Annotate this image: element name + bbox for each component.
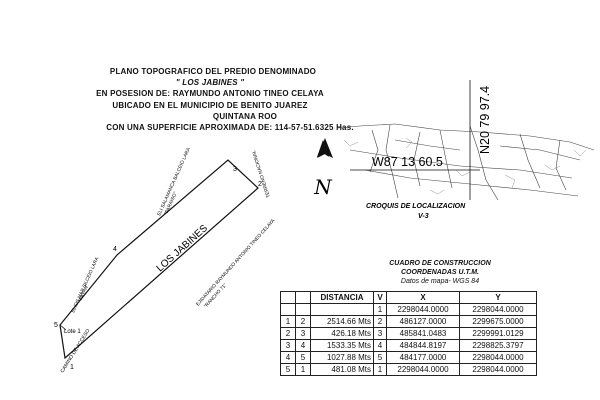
cuadro-datum: Datos de mapa- WGS 84 — [400, 278, 480, 285]
cell-dist: 481.08 Mts — [310, 363, 374, 376]
table-row-origin: 1 2298044.0000 2298044.0000 — [280, 303, 537, 316]
cell-est: 5 — [280, 363, 296, 376]
header-y: Y — [459, 291, 537, 304]
cell-pv: 1 — [295, 363, 311, 376]
cell-v: 1 — [373, 363, 387, 376]
cell-dist: 1533.35 Mts — [310, 339, 374, 352]
cell-x: 2298044.0000 — [386, 363, 460, 376]
vertex-4: 4 — [113, 246, 117, 253]
cell-y: 2298044.0000 — [459, 351, 537, 364]
cell-v: 1 — [373, 303, 387, 316]
cell-y: 2298044.0000 — [459, 363, 537, 376]
table-row: 2 3 426.18 Mts 3 485841.0483 2299991.012… — [280, 327, 537, 340]
coord-y: N20 79 97.4 — [478, 86, 492, 154]
vertex-2: 2 — [258, 181, 262, 188]
title-line-2: " LOS JABINES " — [175, 78, 245, 88]
header-est — [280, 291, 296, 304]
cell-x: 484844.8197 — [386, 339, 460, 352]
title-block: PLANO TOPOGRAFICO DEL PREDIO DENOMINADO … — [0, 66, 420, 133]
table-row: 3 4 1533.35 Mts 4 484844.8197 2298825.37… — [280, 339, 537, 352]
map-detail — [343, 137, 587, 195]
cell-v: 4 — [373, 339, 387, 352]
cell-est: 3 — [280, 339, 296, 352]
cell-dist: 2514.66 Mts — [310, 315, 374, 328]
cell-x: 2298044.0000 — [386, 303, 460, 316]
cell-x: 485841.0483 — [386, 327, 460, 340]
cell-y: 2298044.0000 — [459, 303, 537, 316]
vertex-3: 3 — [233, 166, 237, 173]
header-v: V — [373, 291, 387, 304]
vertex-1: 1 — [70, 364, 74, 371]
cell-x: 486127.0000 — [386, 315, 460, 328]
construction-table-wrap: DISTANCIA V X Y 1 2298044.0000 2298044.0… — [280, 291, 537, 376]
cell-x: 484177.0000 — [386, 351, 460, 364]
table-row: 4 5 1027.88 Mts 5 484177.0000 2298044.00… — [280, 351, 537, 364]
cell-est — [280, 303, 296, 316]
croquis-sheet: V-3 — [418, 213, 429, 220]
cuadro-title: CUADRO DE CONSTRUCCION — [389, 260, 491, 267]
cell-pv: 2 — [295, 315, 311, 328]
title-line-6: CON UNA SUPERFICIE APROXIMADA DE: 114-57… — [106, 123, 354, 133]
locator-north-arrow-icon — [317, 138, 333, 158]
title-line-5: QUINTANA ROO — [212, 111, 278, 121]
cell-v: 2 — [373, 315, 387, 328]
cell-pv: 4 — [295, 339, 311, 352]
cell-v: 5 — [373, 351, 387, 364]
cell-y: 2299675.0000 — [459, 315, 537, 328]
header-pv — [295, 291, 311, 304]
parcel-outline — [59, 159, 259, 360]
cuadro-subtitle: COORDENADAS U.T.M. — [400, 269, 480, 276]
cell-pv: 3 — [295, 327, 311, 340]
table-row: 1 2 2514.66 Mts 2 486127.0000 2299675.00… — [280, 315, 537, 328]
vertex-5: 5 — [54, 322, 58, 329]
lote-divider — [59, 324, 67, 331]
cell-dist: 426.18 Mts — [310, 327, 374, 340]
cell-dist — [310, 303, 374, 316]
title-line-1: PLANO TOPOGRAFICO DEL PREDIO DENOMINADO — [109, 67, 317, 76]
cell-est: 1 — [280, 315, 296, 328]
cell-est: 2 — [280, 327, 296, 340]
construction-table: DISTANCIA V X Y 1 2298044.0000 2298044.0… — [280, 291, 537, 376]
cell-y: 2298825.3797 — [459, 339, 537, 352]
title-line-3: EN POSESION DE: RAYMUNDO ANTONIO TINEO C… — [96, 89, 324, 99]
cell-pv — [295, 303, 311, 316]
cuadro-header: CUADRO DE CONSTRUCCION COORDENADAS U.T.M… — [340, 259, 540, 286]
cell-est: 4 — [280, 351, 296, 364]
cell-y: 2299991.0129 — [459, 327, 537, 340]
north-label: N — [313, 175, 333, 199]
cell-pv: 5 — [295, 351, 311, 364]
table-row: 5 1 481.08 Mts 1 2298044.0000 2298044.00… — [280, 363, 537, 376]
cell-v: 3 — [373, 327, 387, 340]
title-line-4: UBICADO EN EL MUNICIPIO DE BENITO JUAREZ — [112, 100, 308, 110]
croquis-caption: CROQUIS DE LOCALIZACION — [366, 203, 466, 210]
cell-dist: 1027.88 Mts — [310, 351, 374, 364]
road-network — [337, 123, 595, 201]
header-x: X — [386, 291, 460, 304]
coord-x: W87 13 60.5 — [372, 155, 443, 169]
header-dist: DISTANCIA — [310, 291, 374, 304]
table-header-row: DISTANCIA V X Y — [280, 291, 537, 304]
lote-label: Lote 1 — [64, 329, 81, 335]
